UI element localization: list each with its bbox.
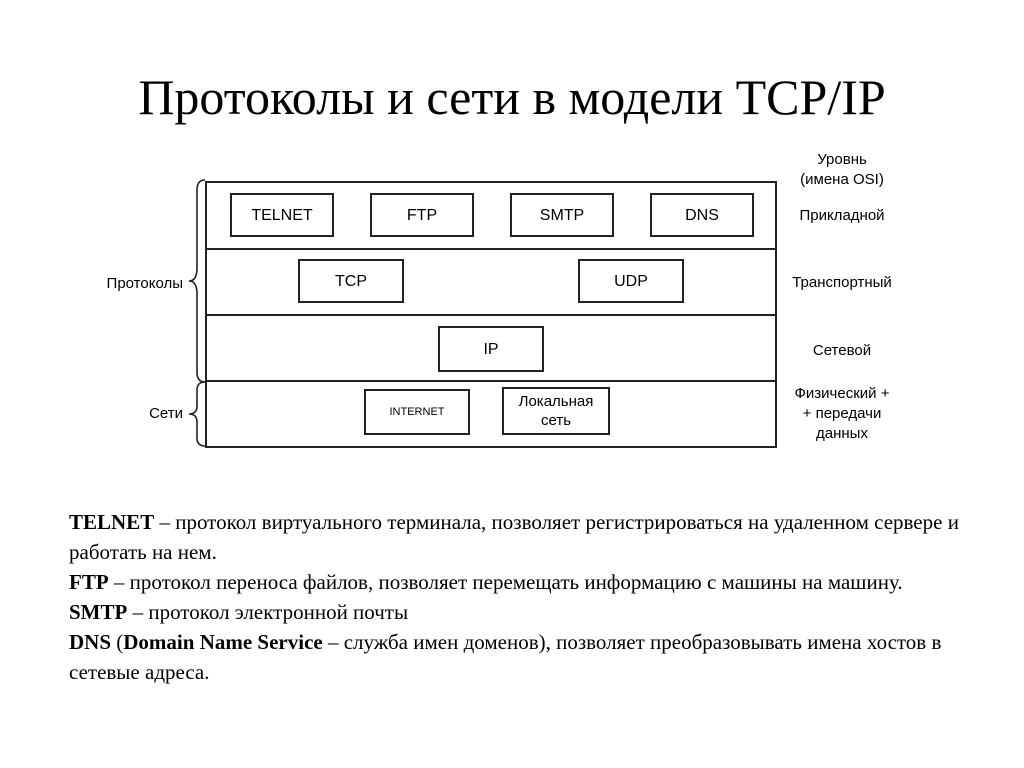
protocol-descriptions: TELNET – протокол виртуального терминала… (69, 507, 969, 687)
brace-networks (188, 381, 206, 447)
description-smtp: SMTP – протокол электронной почты (69, 600, 409, 624)
layer-divider (205, 248, 777, 250)
layer-label-application: Прикладной (799, 207, 885, 224)
group-label-protocols: Протоколы (106, 275, 183, 292)
term-dns: DNS (69, 630, 112, 654)
protocol-box-ip: IP (438, 326, 544, 372)
protocol-box-udp: UDP (578, 259, 684, 303)
layer-divider-top (205, 181, 777, 183)
protocol-box-ftp: FTP (370, 193, 474, 237)
network-box-internet: INTERNET (364, 389, 470, 435)
diagram-border-right (775, 181, 777, 446)
page-title: Протоколы и сети в модели TCP/IP (138, 69, 886, 125)
protocol-box-dns: DNS (650, 193, 754, 237)
description-ftp: FTP – протокол переноса файлов, позволяе… (69, 570, 903, 594)
brace-protocols (188, 179, 206, 383)
layer-label-physical: Физический + + передачи данных (794, 385, 890, 442)
protocol-box-telnet: TELNET (230, 193, 334, 237)
term-smtp: SMTP (69, 600, 128, 624)
layer-divider-bottom (205, 446, 777, 448)
term-telnet: TELNET (69, 510, 155, 534)
term-dns-full: Domain Name Service (123, 630, 323, 654)
layer-column-header: Уровнь (имена OSI) (800, 151, 884, 188)
network-box-local: Локальная сеть (502, 387, 610, 435)
term-ftp: FTP (69, 570, 109, 594)
layer-divider (205, 380, 777, 382)
description-telnet: TELNET – протокол виртуального терминала… (69, 510, 959, 564)
layer-label-transport: Транспортный (792, 274, 892, 291)
protocol-box-tcp: TCP (298, 259, 404, 303)
group-label-networks: Сети (149, 405, 183, 422)
tcpip-diagram: TELNET FTP SMTP DNS TCP UDP IP INTERNET … (106, 151, 892, 448)
layer-label-network: Сетевой (812, 342, 872, 359)
diagram-border-left (205, 181, 207, 446)
description-dns: DNS (Domain Name Service – служба имен д… (69, 630, 942, 684)
layer-divider (205, 314, 777, 316)
protocol-box-smtp: SMTP (510, 193, 614, 237)
